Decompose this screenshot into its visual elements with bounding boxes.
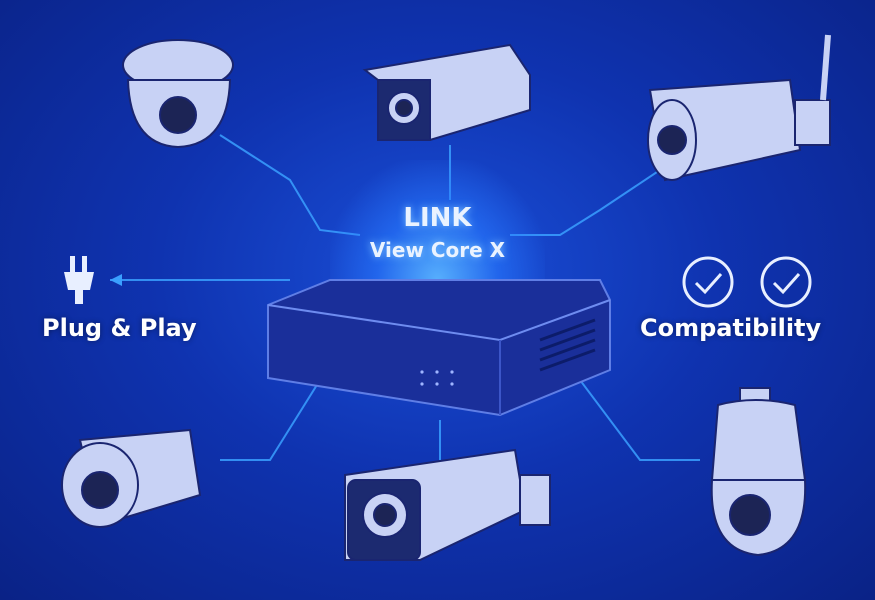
bullet-camera-left-icon (61, 428, 202, 528)
wifi-bullet-camera-icon (647, 34, 831, 182)
bullet-camera-center-icon (344, 448, 551, 561)
plug-and-play-label: Plug & Play (42, 314, 197, 342)
check-circle-icon (682, 256, 812, 308)
dome-camera-icon (122, 39, 234, 149)
hub-title: LINK (403, 203, 472, 233)
plug-icon (64, 256, 94, 304)
hub-subtitle: View Core X (369, 238, 506, 262)
ptz-camera-icon (710, 387, 807, 557)
compatibility-label: Compatibility (640, 314, 822, 342)
box-camera-icon (362, 43, 531, 141)
